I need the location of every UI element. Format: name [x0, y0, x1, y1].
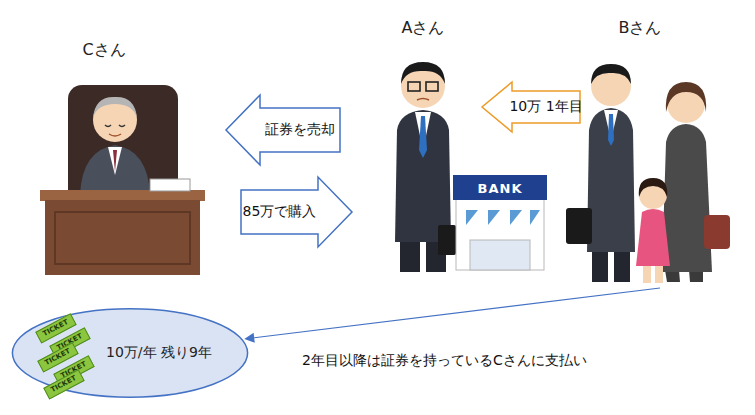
connector-label: 2年目以降は証券を持っているCさんに支払い	[302, 352, 587, 370]
bank-building	[456, 198, 544, 270]
suit-body	[80, 145, 150, 195]
family-b-illustration	[566, 64, 730, 283]
bank-windows	[466, 210, 540, 225]
connector-stroke	[254, 288, 660, 338]
desk-body	[45, 200, 200, 275]
hair	[639, 178, 667, 197]
person-node: Cさん	[32, 40, 176, 280]
connector-label: 85万で購入	[243, 203, 317, 221]
hair	[93, 97, 137, 118]
woman-body	[662, 124, 712, 272]
ellipse-shape	[12, 309, 247, 397]
briefcase	[566, 208, 592, 244]
hair	[591, 64, 631, 84]
connector-label: 10万 1年目	[509, 98, 582, 116]
connector-label: 証券を売却	[265, 121, 335, 139]
dress	[636, 209, 670, 266]
briefcase	[438, 225, 456, 255]
arrow-head	[244, 333, 255, 343]
name-plate	[150, 179, 190, 191]
suit-body	[395, 110, 451, 242]
mouth	[109, 134, 121, 136]
person-node: Aさん	[372, 18, 474, 280]
person-name: Cさん	[32, 40, 176, 61]
tie	[419, 116, 427, 158]
hair	[666, 82, 706, 112]
eyes	[105, 125, 125, 127]
tie	[113, 150, 117, 172]
glasses	[408, 82, 420, 91]
bank-sign	[453, 175, 547, 200]
handbag	[704, 215, 730, 249]
suit-body	[587, 108, 635, 252]
bank-sign-text: BANK	[478, 181, 523, 196]
person-a-illustration	[395, 62, 456, 272]
person-name: Aさん	[372, 18, 474, 39]
glasses	[426, 82, 438, 91]
desk-top	[40, 190, 205, 201]
tie	[608, 114, 614, 146]
connector-line	[244, 288, 660, 343]
desk-panel	[55, 212, 190, 264]
person-c-illustration	[40, 85, 205, 275]
bank-door	[470, 240, 530, 270]
person-name: Bさん	[582, 18, 698, 39]
person-node: Bさん	[582, 18, 698, 288]
legs	[592, 250, 630, 282]
ellipse-text: 10万/年 残り9年	[106, 344, 212, 362]
hair	[401, 62, 445, 84]
block-arrow	[226, 95, 340, 165]
block-arrow	[241, 177, 352, 247]
shirt	[108, 147, 122, 175]
mouth	[417, 99, 429, 101]
bank-illustration	[453, 175, 547, 270]
